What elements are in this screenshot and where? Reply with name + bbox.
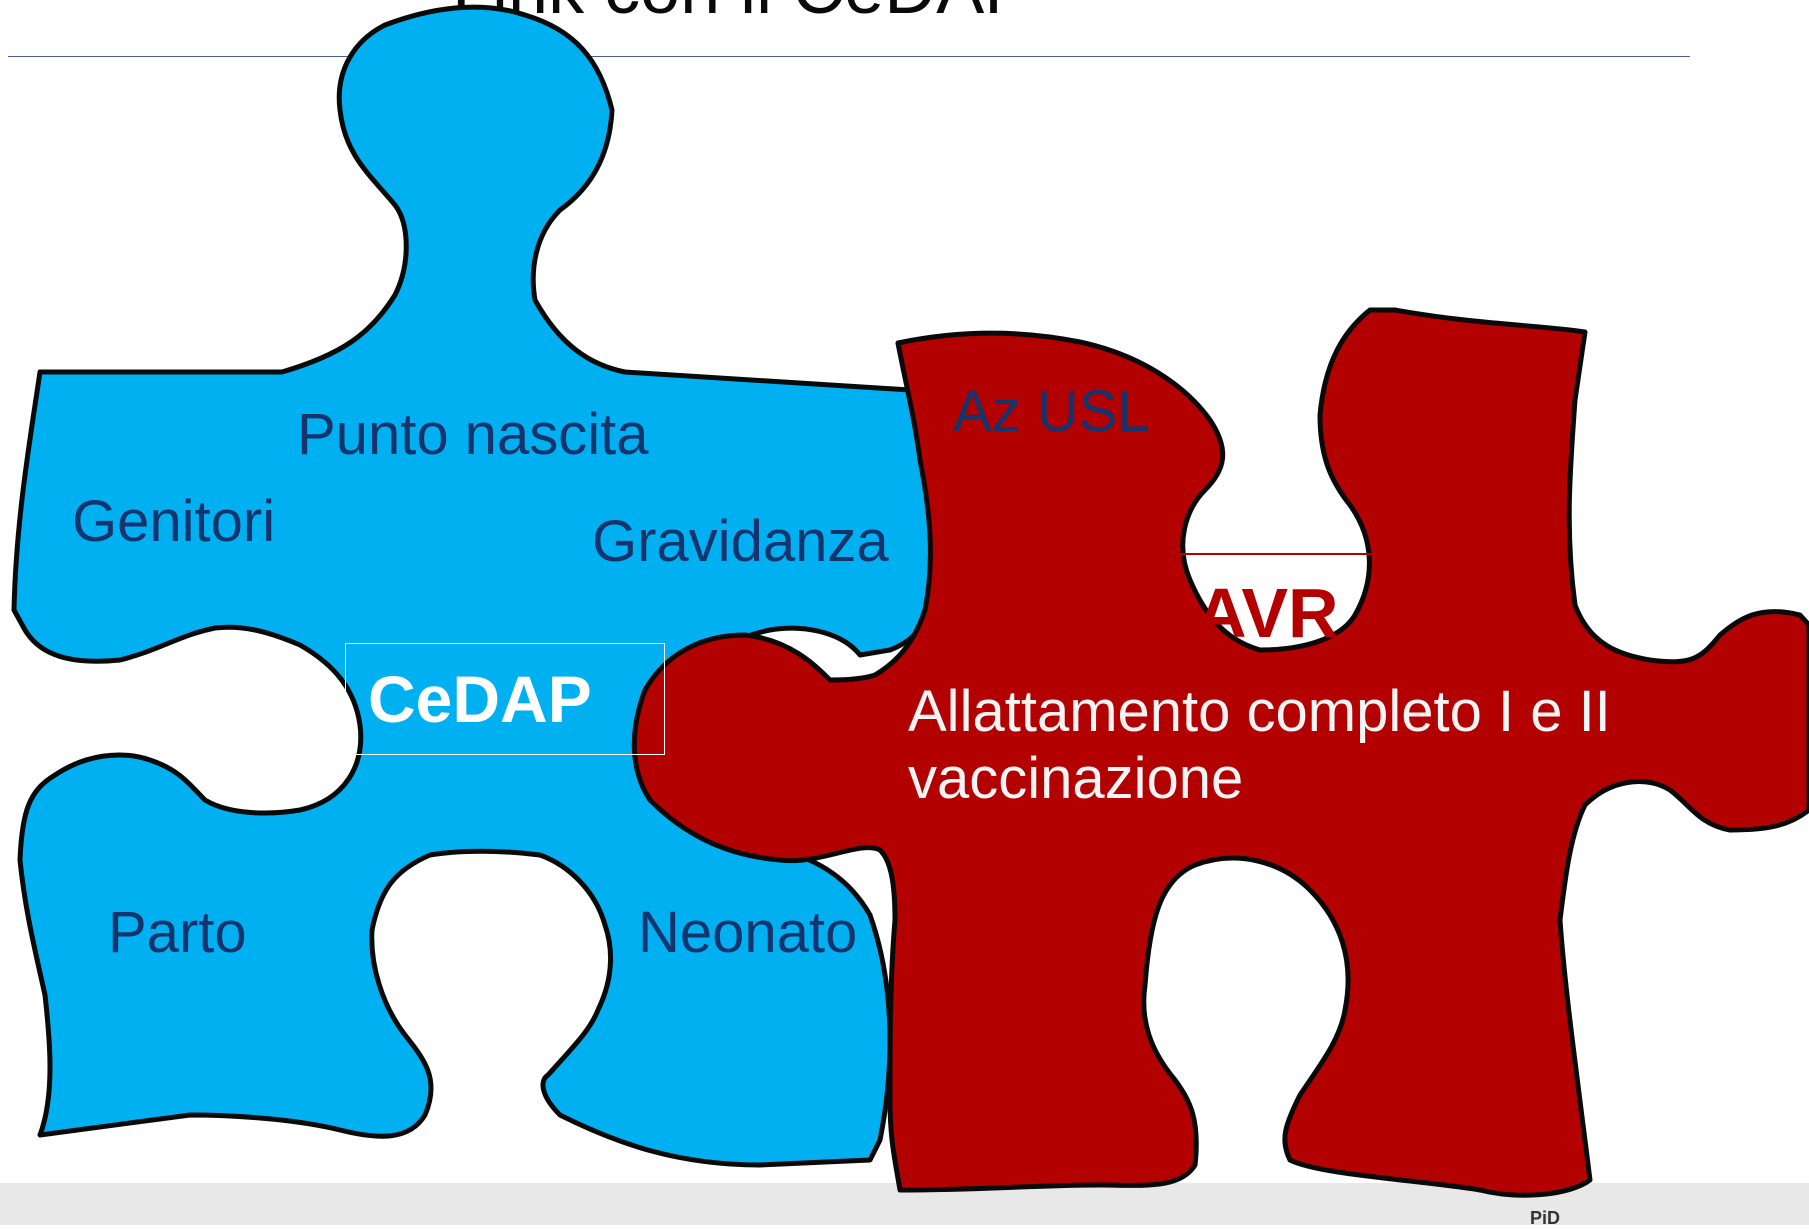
label-neonato: Neonato (638, 900, 858, 965)
label-gravidanza: Gravidanza (592, 509, 889, 574)
label-parto: Parto (108, 900, 247, 965)
footer-logo: PiD (1530, 1208, 1561, 1228)
avr-bottom-line (1208, 663, 1338, 665)
label-punto-nascita: Punto nascita (297, 402, 649, 467)
red-puzzle-piece (631, 307, 1809, 1198)
label-cedap: CeDAP (368, 662, 592, 736)
blue-puzzle-piece (11, 4, 939, 1168)
label-allattamento: Allattamento completo I e II vaccinazion… (908, 679, 1611, 812)
label-avr: AVR (1196, 574, 1339, 652)
avr-top-line (1170, 553, 1378, 555)
label-genitori: Genitori (72, 489, 276, 554)
cedap-label-box (345, 643, 665, 755)
title-rule (8, 56, 1690, 57)
label-az-usl: Az USL (953, 379, 1150, 444)
